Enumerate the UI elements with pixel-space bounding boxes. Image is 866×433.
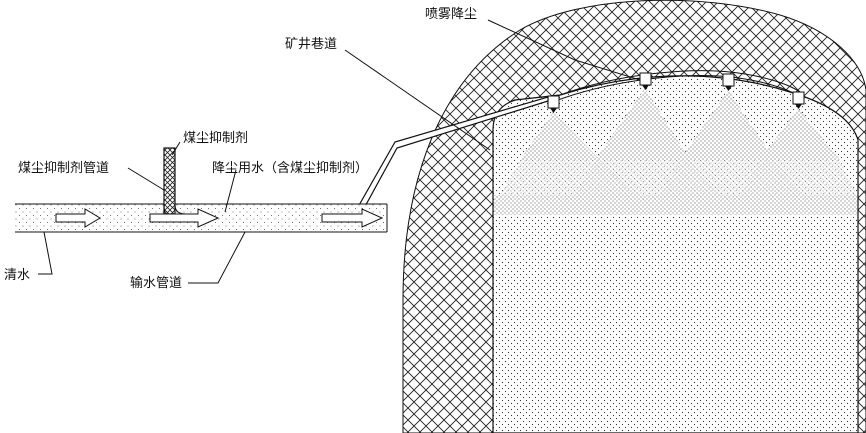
spray-nozzle-icon bbox=[639, 72, 652, 90]
spray-nozzle-icon bbox=[722, 73, 735, 91]
label-clean-water: 清水 bbox=[4, 268, 30, 283]
label-dust-suppressant-pipe: 煤尘抑制剂管道 bbox=[18, 161, 109, 176]
dust-cloud-band bbox=[494, 195, 857, 215]
label-water-pipe: 输水管道 bbox=[130, 275, 182, 291]
supply-riser-pipe bbox=[350, 96, 549, 213]
label-dust-water: 降尘用水（含煤尘抑制剂） bbox=[212, 160, 368, 176]
leader-lines bbox=[38, 19, 641, 284]
label-dust-suppressant: 煤尘抑制剂 bbox=[183, 131, 248, 146]
label-mine-roadway: 矿井巷道 bbox=[285, 37, 337, 52]
label-spray-dust-reduction: 喷雾降尘 bbox=[425, 7, 477, 22]
spray-cones bbox=[500, 88, 857, 195]
flow-arrow-icon bbox=[55, 208, 101, 228]
spray-header-pipe bbox=[554, 70, 801, 98]
spray-nozzle-icon bbox=[792, 91, 805, 109]
flow-arrow-icon bbox=[149, 208, 220, 228]
spray-nozzle-icon bbox=[547, 95, 560, 113]
flow-arrow-icon bbox=[321, 208, 384, 228]
